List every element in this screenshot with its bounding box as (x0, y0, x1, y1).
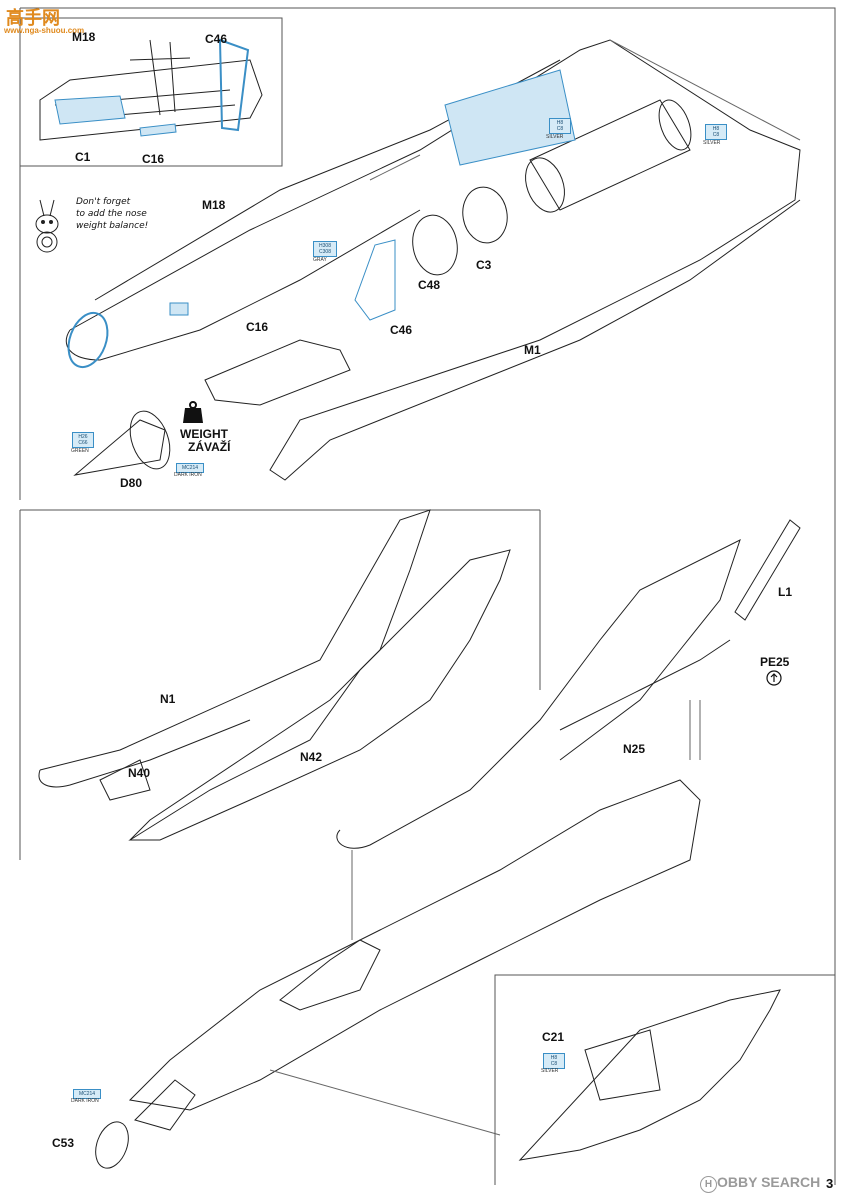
part-label-c3: C3 (476, 258, 492, 272)
note-line-3: weight balance! (76, 221, 149, 231)
inset-nose-box (494, 974, 835, 1185)
page-number: 3 (826, 1176, 834, 1191)
paint-callout-darkiron-2: MC214 (73, 1089, 101, 1099)
part-label-c53: C53 (52, 1136, 75, 1150)
note-line-2: to add the nose (76, 209, 147, 219)
brand-h: H (700, 1176, 717, 1193)
part-label-m18: M18 (202, 198, 226, 212)
flip-arrow-icon (766, 670, 782, 686)
part-label-l1: L1 (778, 585, 793, 599)
note-line-1: Don't forget (76, 197, 131, 207)
watermark-cn-text: 高手网 (6, 8, 60, 28)
part-label-c16-inset: C16 (142, 152, 165, 166)
paint-name-silver-2: SILVER (703, 140, 721, 146)
mascot-icon (30, 196, 66, 256)
brand-text: OBBY SEARCH (717, 1174, 821, 1190)
tail-fin-l1 (734, 519, 801, 621)
part-label-n25: N25 (623, 742, 646, 756)
watermark-logo: 高手网 (6, 4, 60, 30)
weight-label-en: WEIGHT (180, 427, 228, 441)
paint-name-darkiron-1: DARK IRON (174, 472, 202, 478)
nose-ring-c53 (95, 1121, 129, 1169)
part-label-c21: C21 (542, 1030, 565, 1044)
fuselage-half-m1 (69, 39, 801, 481)
part-label-c16: C16 (246, 320, 269, 334)
bulkhead-c3 (462, 186, 508, 244)
frame-top-section (20, 7, 836, 1185)
weight-icon (182, 400, 204, 424)
paint-name-silver-1: SILVER (546, 134, 564, 140)
weight-label: WEIGHT ZÁVAŽÍ (180, 428, 230, 454)
part-label-c1: C1 (75, 150, 91, 164)
part-label-n1: N1 (160, 692, 176, 706)
part-label-pe25: PE25 (760, 655, 790, 669)
weight-label-cz: ZÁVAŽÍ (188, 440, 231, 454)
nose-weight-note: Don't forget to add the nose weight bala… (76, 196, 148, 232)
part-label-m1: M1 (524, 343, 541, 357)
part-label-c46-inset: C46 (205, 32, 228, 46)
inset-cockpit-box (19, 17, 283, 167)
bulkhead-c48 (412, 214, 458, 276)
paint-name-darkiron-2: DARK IRON (71, 1098, 99, 1104)
part-label-c46: C46 (390, 323, 413, 337)
wing-right-n42 (128, 549, 511, 841)
paint-callout-darkiron-1: MC214 (176, 463, 204, 473)
paint-name-silver-3: SILVER (541, 1068, 559, 1074)
seat-c46 (354, 239, 396, 321)
part-label-n40: N40 (128, 766, 151, 780)
part-label-c48: C48 (418, 278, 441, 292)
wing-left-n1 (39, 509, 431, 841)
engine-cylinder (529, 99, 691, 211)
part-label-d80: D80 (120, 476, 143, 490)
part-label-m18-inset: M18 (72, 30, 96, 44)
part-label-n42: N42 (300, 750, 323, 764)
assembled-fuselage (128, 779, 701, 1111)
watermark-url: www.nga-shuou.com (4, 26, 85, 35)
paint-name-green: GREEN (71, 448, 89, 454)
paint-name-gray: GRAY (313, 257, 327, 263)
